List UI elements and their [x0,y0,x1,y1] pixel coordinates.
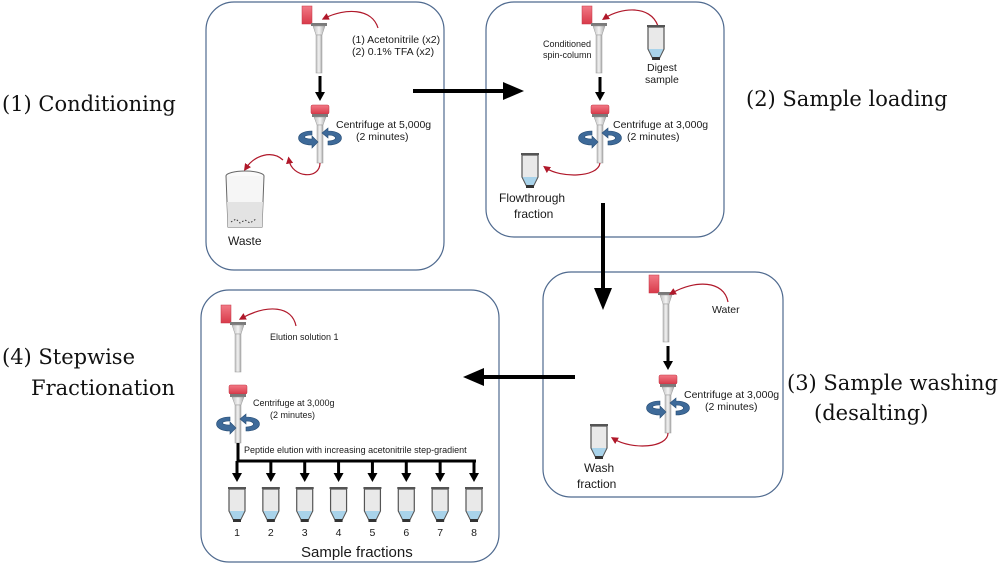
elution-addition-arrow [238,308,297,327]
down-arrow-icon [663,346,673,370]
flow-arrow-2-to-3 [594,203,612,310]
elution-solution-label: Elution solution 1 [270,332,339,342]
fraction-number-label: 4 [336,527,342,539]
fraction-number-label: 8 [471,527,477,539]
centrifuge-time: (2 minutes) [627,131,680,143]
fraction-branch-arrow [401,461,412,482]
flowthrough-arrow [543,162,601,176]
step4-title-line1: (4) Stepwise [2,345,135,369]
fraction-number-label: 3 [302,527,308,539]
waste-arrow-1 [286,156,321,176]
flowthrough-label-2: fraction [514,207,553,221]
waste-label: Waste [228,234,262,248]
reagent-line-1: (1) Acetonitrile (x2) [352,34,440,46]
flow-arrow-1-to-2 [413,82,524,100]
panel-conditioning [205,1,445,271]
centrifuge-speed: Centrifuge at 3,000g [613,119,708,131]
fraction-number-label: 7 [437,527,443,539]
down-arrow-icon [315,76,325,101]
fraction-distribution-tree [232,443,479,482]
sample-addition-arrow [602,9,659,27]
centrifuge-time: (2 minutes) [705,401,758,413]
sample-fraction-tubes: 1 2 3 4 5 6 7 8 [227,486,484,539]
sample-fractions-caption: Sample fractions [301,544,413,561]
step3-title-line1: (3) Sample washing [787,371,998,395]
fraction-branch-arrow [232,461,242,482]
gradient-label: Peptide elution with increasing acetonit… [244,445,467,455]
down-arrow-icon [595,77,605,101]
fraction-number-label: 2 [268,527,274,539]
fraction-branch-arrow [299,461,310,482]
digest-sample-label-2: sample [645,74,679,86]
centrifuge-speed: Centrifuge at 5,000g [336,119,431,131]
reagent-line-2: (2) 0.1% TFA (x2) [352,46,434,58]
waste-beaker-icon [225,170,265,228]
waste-arrow-2 [243,154,284,171]
flowthrough-label-1: Flowthrough [499,191,565,205]
fraction-branch-arrow [367,461,378,482]
fraction-branch-arrow [333,461,344,482]
wash-fraction-label-1: Wash [584,461,614,475]
water-addition-arrow [668,283,729,303]
fraction-branch-arrow [265,461,276,482]
conditioned-column-label-1: Conditioned [543,39,591,49]
fraction-branch-arrow [435,461,446,482]
step1-title: (1) Conditioning [2,92,176,116]
water-label: Water [712,304,740,316]
digest-sample-label-1: Digest [647,62,677,74]
centrifuge-time: (2 minutes) [270,410,315,420]
panel-stepwise-fractionation [200,289,500,563]
flow-arrow-3-to-4 [463,368,575,386]
centrifuge-time: (2 minutes) [356,131,409,143]
step2-title: (2) Sample loading [746,87,948,111]
wash-fraction-label-2: fraction [577,477,616,491]
step4-title-line2: Fractionation [31,376,175,400]
wash-output-arrow [610,432,669,447]
fraction-number-label: 5 [370,527,376,539]
centrifuge-speed: Centrifuge at 3,000g [684,389,779,401]
reagent-addition-arrow [321,10,379,29]
step3-title-line2: (desalting) [814,401,928,425]
conditioned-column-label-2: spin-column [543,50,592,60]
fraction-number-label: 6 [403,527,409,539]
centrifuge-speed: Centrifuge at 3,000g [253,398,335,408]
fraction-branch-arrow [469,461,479,482]
fraction-number-label: 1 [234,527,240,539]
